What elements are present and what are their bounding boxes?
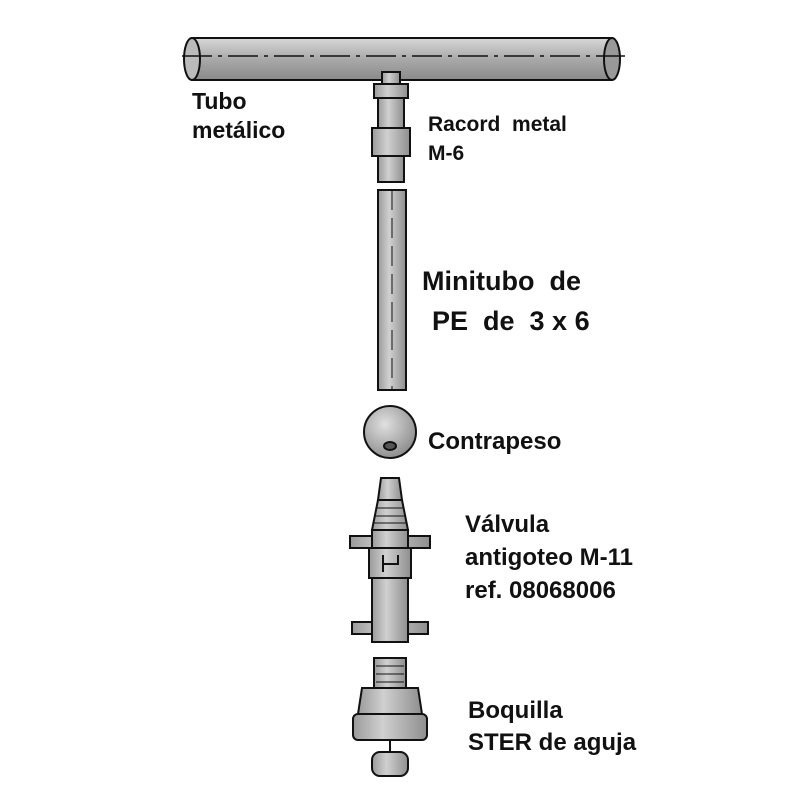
label-tubo-line2: metálico (192, 117, 286, 143)
label-valvula-line2: antigoteo M-11 (465, 544, 634, 571)
pe-minitube (377, 189, 407, 391)
label-boquilla-line1: Boquilla (468, 697, 563, 724)
label-racord-line1: Racord metal (428, 113, 567, 136)
metal-fitting (371, 71, 411, 183)
label-boquilla-line2: STER de aguja (468, 729, 637, 756)
anti-drip-valve (349, 477, 431, 643)
ster-needle-nozzle (352, 657, 428, 777)
label-contrapeso: Contrapeso (428, 428, 562, 455)
label-minitubo-line1: Minitubo de (422, 266, 581, 296)
label-racord-line2: M-6 (428, 142, 465, 165)
label-valvula-line1: Válvula (465, 511, 550, 538)
counterweight (363, 405, 417, 459)
label-tubo-line1: Tubo (192, 88, 247, 114)
metal-tube (182, 37, 625, 81)
label-minitubo-line2: PE de 3 x 6 (432, 306, 590, 336)
label-valvula-line3: ref. 08068006 (465, 577, 616, 604)
